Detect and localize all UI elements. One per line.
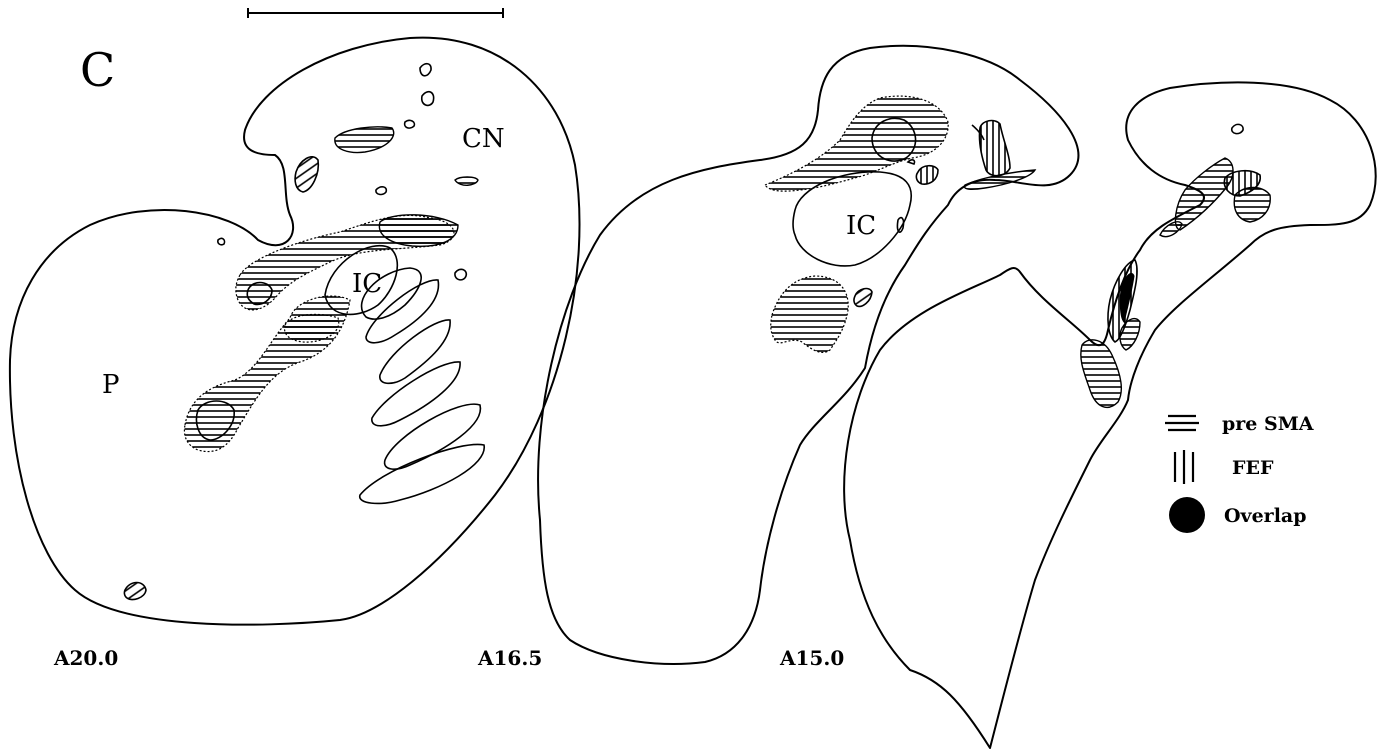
region-label-p: P xyxy=(102,370,120,400)
small-focus xyxy=(405,120,415,128)
presma-territory xyxy=(1081,340,1122,408)
fef-territory xyxy=(979,121,1010,176)
small-focus xyxy=(854,289,872,307)
fef-territory xyxy=(916,166,938,184)
legend-label: Overlap xyxy=(1224,505,1307,527)
scale-bar xyxy=(248,8,503,18)
region-label-ic-left: IC xyxy=(352,269,382,299)
region-label-cn: CN xyxy=(462,124,505,154)
labels: C CN IC P IC A20.0 A16.5 A15.0 xyxy=(53,43,876,670)
presma-territory xyxy=(295,157,318,192)
small-focus xyxy=(908,160,915,164)
small-focus xyxy=(1232,124,1243,133)
legend-swatch-vertical-lines xyxy=(1175,450,1193,484)
panel-letter: C xyxy=(80,43,115,97)
presma-territory xyxy=(455,177,478,185)
small-focus xyxy=(376,187,386,195)
presma-territory xyxy=(379,215,458,246)
ic-strand xyxy=(372,362,460,426)
legend-item-overlap: Overlap xyxy=(1169,497,1307,533)
region-label-ic-middle: IC xyxy=(846,211,876,241)
section-level-label: A16.5 xyxy=(477,646,542,670)
presma-territory xyxy=(1175,158,1233,230)
legend: pre SMA FEF Overlap xyxy=(1165,413,1314,533)
section-level-label: A15.0 xyxy=(779,646,844,670)
section-a16 xyxy=(538,46,1078,664)
ic-strand xyxy=(380,320,450,383)
small-focus xyxy=(422,92,434,106)
legend-label: FEF xyxy=(1232,457,1274,479)
small-focus xyxy=(420,64,431,76)
small-focus xyxy=(124,583,146,600)
ic-strand xyxy=(360,444,484,503)
ic-strand xyxy=(385,404,481,469)
small-focus xyxy=(218,238,225,244)
presma-territory xyxy=(771,276,848,352)
legend-item-fef: FEF xyxy=(1175,450,1274,484)
legend-swatch-solid-fill xyxy=(1169,497,1205,533)
small-focus xyxy=(455,269,466,280)
legend-swatch-horizontal-lines xyxy=(1165,416,1199,430)
legend-item-presma: pre SMA xyxy=(1165,413,1314,435)
legend-label: pre SMA xyxy=(1222,413,1314,435)
section-level-label: A20.0 xyxy=(53,646,118,670)
presma-territory xyxy=(335,127,394,153)
